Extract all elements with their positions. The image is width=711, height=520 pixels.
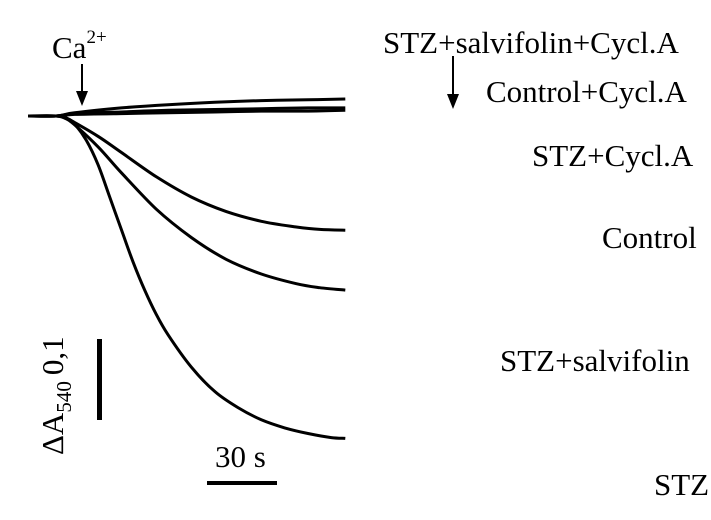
series-label-group: STZ+salvifolin+Cycl.A Control+Cycl.A STZ+C…	[383, 25, 709, 502]
series-label-5: STZ	[654, 467, 709, 502]
ca-marker-arrow	[76, 64, 88, 106]
series-label-2: STZ+Cycl.A	[532, 138, 694, 173]
series-label-1: Control+Cycl.A	[486, 74, 688, 109]
y-scale-value: 0,1	[35, 336, 70, 375]
ca-marker-text: Ca	[52, 30, 87, 65]
series-label-0: STZ+salvifolin+Cycl.A	[383, 25, 679, 60]
time-scale-label: 30 s	[215, 439, 266, 474]
trace-group	[27, 97, 346, 440]
trace-5	[27, 114, 346, 440]
y-scale-symbol: ΔA	[35, 412, 70, 455]
time-scale-bar	[207, 481, 277, 485]
y-scale-label: ΔA540 0,1	[35, 336, 76, 455]
series-label-3: Control	[602, 220, 697, 255]
y-scale-subscript: 540	[52, 381, 76, 413]
trace-3	[27, 114, 346, 232]
y-scale-bar	[97, 339, 102, 420]
ca-marker-label: Ca2+	[52, 27, 107, 65]
series-label-4: STZ+salvifolin	[500, 343, 690, 378]
trace-4	[27, 114, 346, 292]
ca-marker-superscript: 2+	[86, 27, 106, 48]
cycl-marker-arrow	[447, 56, 459, 109]
